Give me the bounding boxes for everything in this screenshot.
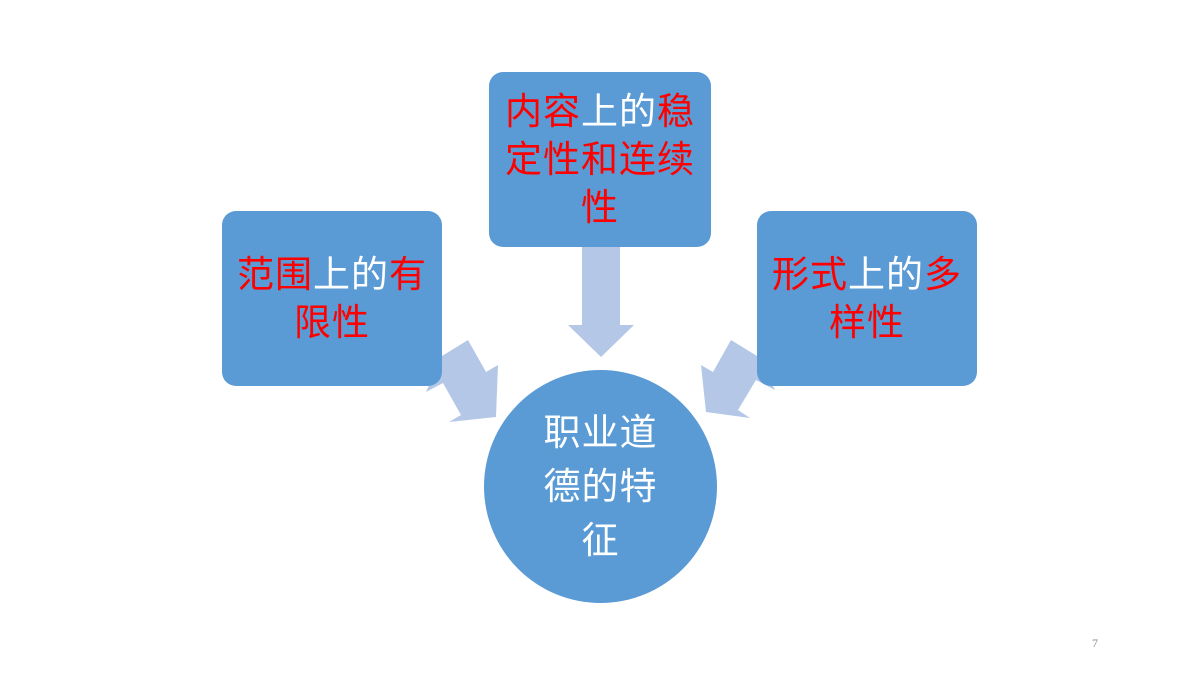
right-box-segment-2: 上的: [848, 252, 924, 296]
page-number: 7: [1092, 636, 1098, 650]
top-box-segment-3: 稳定性和连续性: [505, 89, 695, 229]
left-box-text: 范围上的有限性: [234, 251, 430, 347]
arrow-right-to-center: [701, 340, 775, 418]
left-characteristic-box: 范围上的有限性: [222, 211, 442, 386]
right-box-segment-3: 多样性: [829, 252, 962, 344]
arrow-left-to-center: [426, 340, 498, 422]
right-box-segment-1: 形式: [772, 252, 848, 296]
arrow-top-to-center: [568, 247, 634, 357]
top-box-segment-1: 内容: [505, 89, 581, 133]
right-box-text: 形式上的多样性: [769, 251, 965, 347]
top-box-segment-2: 上的: [581, 89, 657, 133]
left-box-segment-3: 有限性: [294, 252, 427, 344]
center-circle-node: 职业道德的特征: [484, 370, 717, 603]
left-box-segment-1: 范围: [237, 252, 313, 296]
center-node-text: 职业道德的特征: [543, 410, 658, 562]
right-characteristic-box: 形式上的多样性: [757, 211, 977, 386]
top-characteristic-box: 内容上的稳定性和连续性: [489, 72, 711, 247]
top-box-text: 内容上的稳定性和连续性: [497, 88, 703, 232]
left-box-segment-2: 上的: [313, 252, 389, 296]
